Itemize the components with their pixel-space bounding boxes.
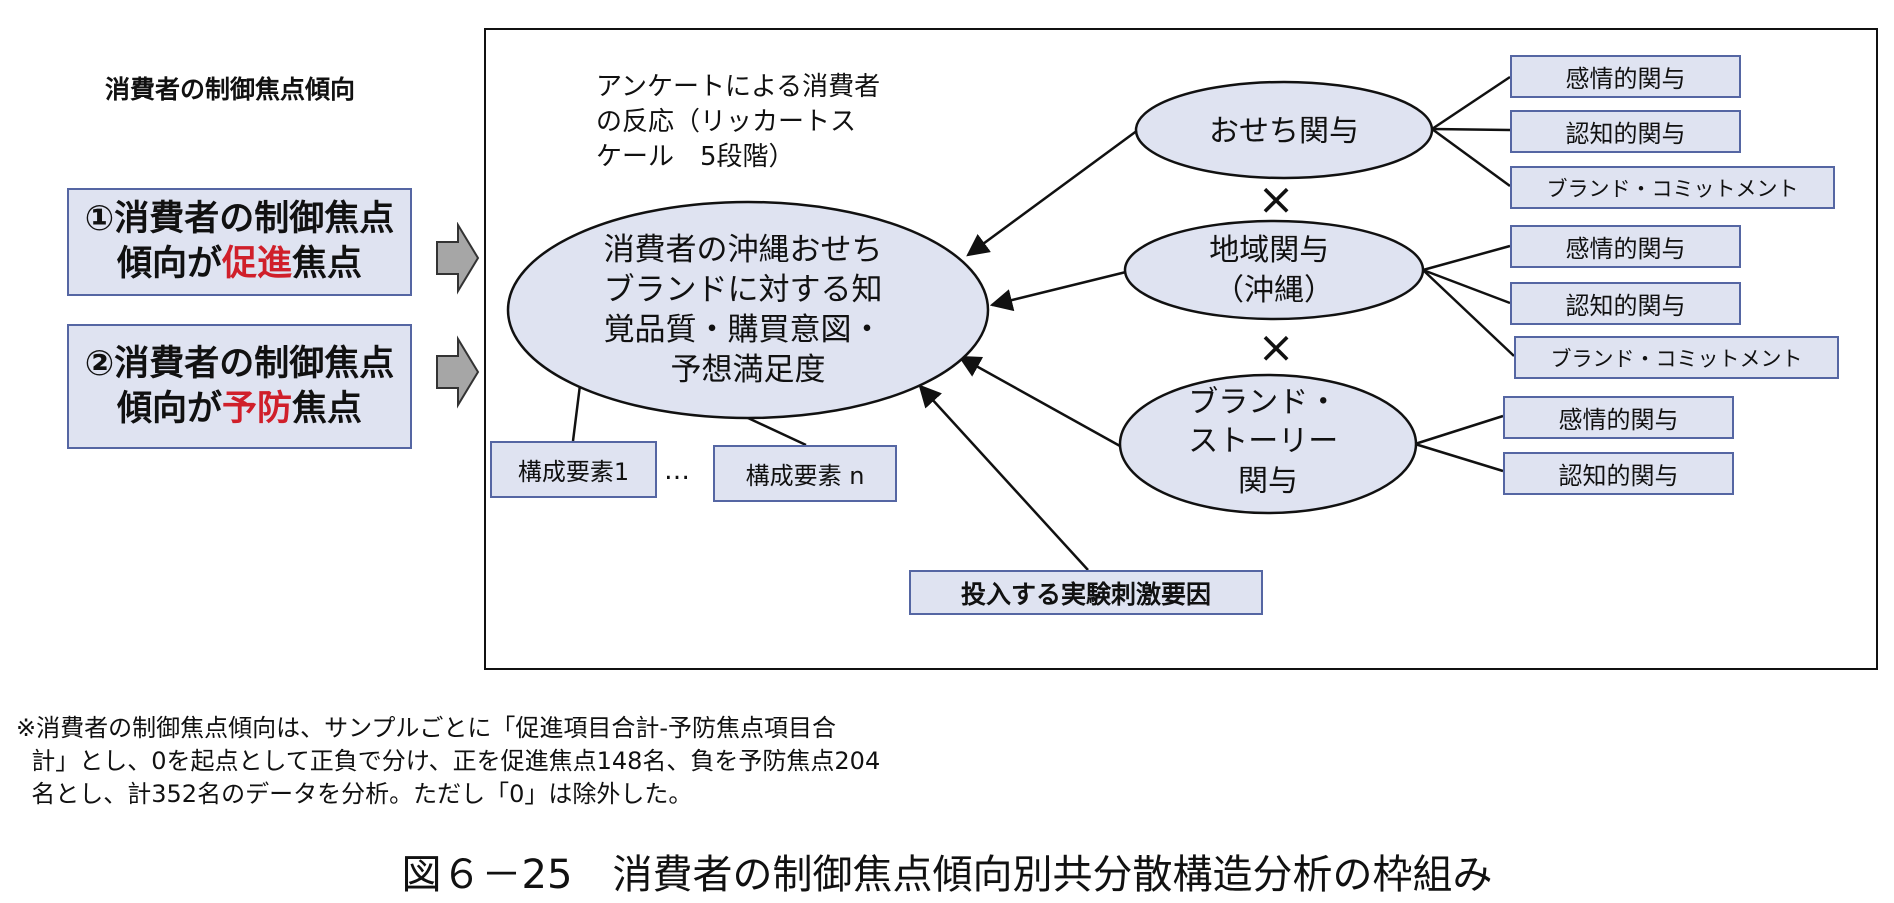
link-component-1 [571, 384, 582, 442]
promotion-focus-suffix: 焦点 [292, 244, 363, 284]
footnote: ※消費者の制御焦点傾向は、サンプルごとに「促進項目合計-予防焦点項目合 計」とし… [16, 714, 881, 808]
osechi-involvement-ellipse [1134, 80, 1434, 180]
promotion-focus-box: ①消費者の制御焦点傾向が促進焦点 [67, 188, 412, 296]
item-links [1414, 75, 1515, 473]
story-involvement-ellipse [1118, 373, 1418, 515]
block-arrow-prevention [436, 335, 480, 409]
story-item-emotional: 感情的関与 [1503, 396, 1734, 439]
component-n-box: 構成要素 n [713, 445, 897, 502]
main-line-3: 覚品質・購買意図・ [604, 312, 883, 348]
story-line-2: ストーリー [1188, 424, 1338, 459]
main-outcome-ellipse [506, 200, 990, 420]
osechi-line-1: おせち関与 [1209, 114, 1359, 149]
main-outcome-text: 消費者の沖縄おせち ブランドに対する知 覚品質・購買意図・ 予想満足度 [604, 232, 893, 388]
story-involvement-text: ブランド・ ストーリー 関与 [1188, 385, 1348, 499]
osechi-item-emotional: 感情的関与 [1510, 55, 1741, 98]
model-diagram: 消費者の沖縄おせち ブランドに対する知 覚品質・購買意図・ 予想満足度 おせち関… [506, 75, 1515, 571]
region-line-2: （沖縄） [1214, 273, 1334, 308]
block-arrow-promotion [436, 222, 480, 295]
region-line-1: 地域関与 [1209, 233, 1329, 268]
arrow-region-to-main [989, 270, 1127, 312]
region-involvement-text: 地域関与 （沖縄） [1209, 233, 1339, 308]
region-item-commitment: ブランド・コミットメント [1514, 336, 1839, 379]
interaction-mark-1: × [1258, 174, 1295, 225]
stimulus-box: 投入する実験刺激要因 [909, 570, 1263, 615]
arrow-osechi-to-main [966, 128, 1139, 257]
model-panel [484, 28, 1878, 670]
component-1-box: 構成要素1 [490, 441, 657, 498]
prevention-focus-suffix: 焦点 [292, 388, 363, 429]
survey-response-note: アンケートによる消費者 の反応（リッカートス ケール 5段階） [596, 72, 881, 172]
link-component-n [747, 416, 807, 447]
osechi-involvement-text: おせち関与 [1209, 114, 1359, 149]
left-heading: 消費者の制御焦点傾向 [104, 75, 355, 104]
promotion-focus-text: ①消費者の制御焦点傾向が [84, 199, 395, 284]
component-ellipsis: … [664, 456, 690, 486]
interaction-mark-2: × [1258, 322, 1295, 373]
figure-caption: 図６－25 消費者の制御焦点傾向別共分散構造分析の枠組み [401, 852, 1493, 898]
osechi-item-cognitive: 認知的関与 [1510, 110, 1741, 153]
arrow-stimulus-to-main [918, 384, 1089, 571]
story-item-cognitive: 認知的関与 [1503, 452, 1734, 495]
prevention-focus-text: ②消費者の制御焦点傾向が [84, 343, 395, 429]
osechi-item-commitment: ブランド・コミットメント [1510, 166, 1835, 209]
main-line-2: ブランドに対する知 [604, 272, 883, 308]
prevention-accent: 予防 [221, 388, 292, 429]
group-arrows [436, 222, 480, 409]
promotion-accent: 促進 [221, 244, 292, 284]
region-item-emotional: 感情的関与 [1510, 225, 1741, 268]
region-involvement-ellipse [1123, 219, 1425, 321]
prevention-focus-box: ②消費者の制御焦点傾向が予防焦点 [67, 324, 412, 449]
arrow-story-to-main [958, 355, 1121, 448]
region-item-cognitive: 認知的関与 [1510, 282, 1741, 325]
story-line-1: ブランド・ [1188, 385, 1338, 420]
main-line-4: 予想満足度 [671, 352, 826, 388]
story-line-3: 関与 [1238, 464, 1298, 499]
main-line-1: 消費者の沖縄おせち [604, 232, 883, 268]
